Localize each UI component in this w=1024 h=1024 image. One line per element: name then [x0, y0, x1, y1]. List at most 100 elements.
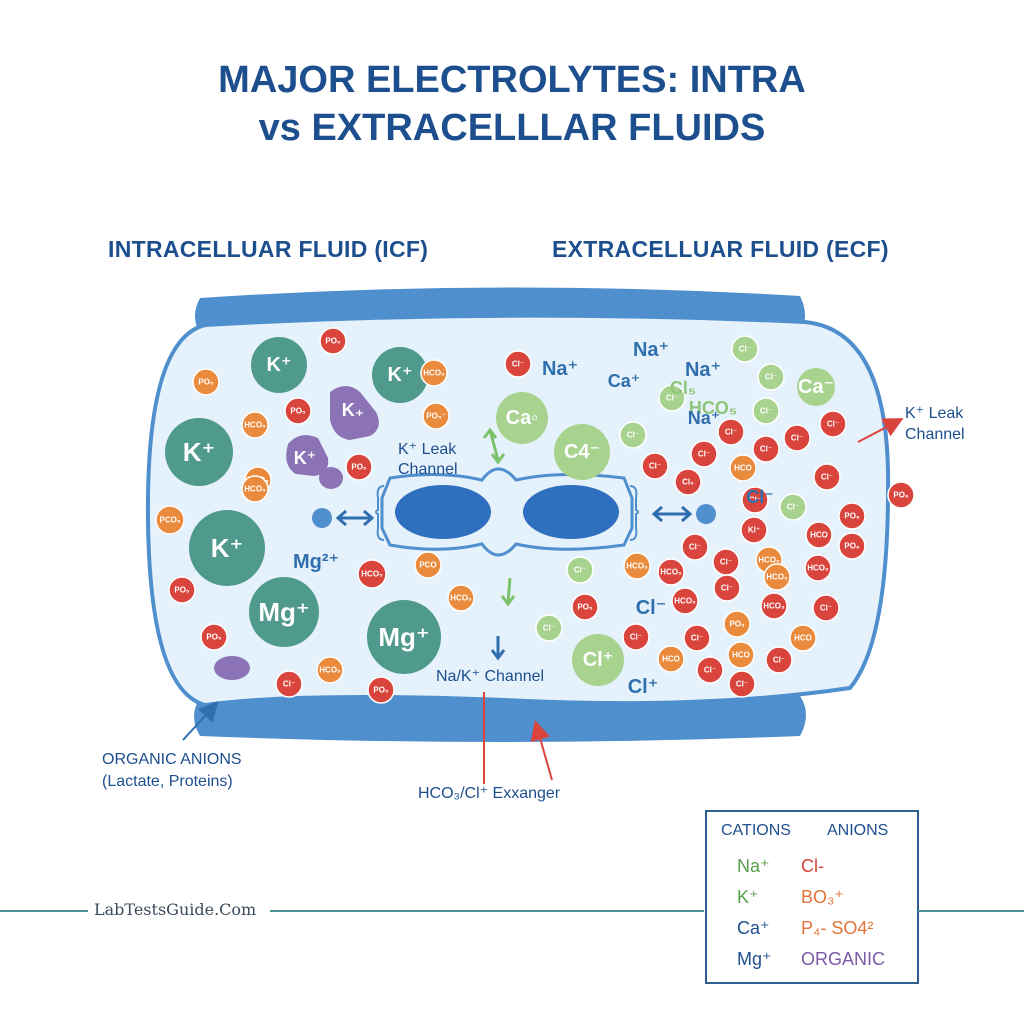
legend-cations-header: CATIONS: [721, 822, 791, 839]
ion-small-label: Cl⁻: [821, 473, 833, 482]
ion-small-label: HCO₅: [244, 485, 266, 494]
ion-small-label: Cl⁻: [720, 558, 732, 567]
ion-small: [690, 440, 718, 468]
ion-large-label: Cl⁺: [583, 649, 614, 671]
ion-small-label: Cl⁻: [630, 633, 642, 642]
ion-small-label: Cl⁻: [698, 450, 710, 459]
ion-small: [566, 556, 594, 584]
ion-small-label: HCO: [732, 651, 750, 660]
ion-small: [316, 656, 344, 684]
k-leak-inner-line2: Channel: [398, 461, 458, 478]
ion-small: [723, 610, 751, 638]
ion-small-label: PO₆: [844, 542, 860, 551]
ion-small-label: PCO: [419, 561, 436, 570]
ion-small: [657, 645, 685, 673]
ion-small-label: HCO: [734, 464, 752, 473]
legend-cation-entry: Ca⁺: [737, 918, 770, 938]
ion-small: [741, 486, 769, 514]
ion-small: [275, 670, 303, 698]
ion-small: [727, 641, 755, 669]
ion-small-label: HCO₅: [766, 573, 788, 582]
ion-free-text: Na⁺: [688, 408, 721, 428]
ion-large-label: K⁺: [211, 533, 244, 563]
ion-small: [819, 410, 847, 438]
bottom-rule-left: [0, 910, 90, 912]
ion-small-label: Cl⁻: [627, 431, 639, 440]
ion-small: [414, 551, 442, 579]
na-k-channel-label: Na/K⁺ Channel: [436, 668, 545, 685]
organic-anion-blob-1: [330, 386, 379, 440]
bottom-rule-middle: [270, 910, 704, 912]
ion-large-label: Mg⁺: [378, 622, 429, 652]
ion-free-text: Ca⁺: [608, 371, 641, 391]
ion-free-label: Cl₅: [670, 378, 696, 398]
ion-small-label: Cl⁻: [739, 345, 751, 354]
ion-small-label: PO₅: [198, 378, 214, 387]
ion-large: [249, 577, 319, 647]
organic-anion-blob-2: [286, 435, 329, 476]
ion-small: [422, 402, 450, 430]
ion-small: [241, 411, 269, 439]
ion-small: [789, 624, 817, 652]
ion-large: [372, 347, 428, 403]
ion-small: [168, 576, 196, 604]
title-line-2: vs EXTRACELLLAR FLUIDS: [258, 107, 766, 149]
watermark: LabTestsGuide.Com: [88, 900, 263, 919]
ion-small-label: HCO: [810, 531, 828, 540]
ion-large: [165, 418, 233, 486]
ion-small-label: Cl⁻: [543, 624, 555, 633]
ion-small-label: HCO₅: [319, 666, 341, 675]
ion-small-label: PO₅: [206, 633, 222, 642]
ion-small-label: Cl⁻: [691, 634, 703, 643]
ion-small: [740, 516, 768, 544]
ion-small-label: HCO: [662, 655, 680, 664]
ion-free-text: Mg²⁺: [293, 551, 339, 573]
ion-small-label: Cl⁻: [760, 445, 772, 454]
legend-anion-entry: ORGANIC: [801, 949, 886, 969]
ion-small: [760, 592, 788, 620]
ion-small-label: HCO₅: [450, 594, 472, 603]
ion-small-label: PO₅⁻: [426, 412, 445, 421]
ion-small-label: PO₅: [577, 603, 593, 612]
ion-small-label: HCO₃: [763, 602, 785, 611]
title-line-1: MAJOR ELECTROLYTES: INTRA: [218, 59, 806, 101]
ion-small: [765, 646, 793, 674]
organic-anion-blob-3: [319, 467, 343, 489]
ion-free-text: Na⁺: [542, 358, 578, 380]
organic-anions-label-line1: ORGANIC ANIONS: [102, 751, 242, 768]
ion-small-label: Cl⁻: [283, 680, 295, 689]
ion-small-label: Cl⁻: [791, 434, 803, 443]
ion-large: [251, 337, 307, 393]
legend-anions-header: ANIONS: [827, 822, 889, 839]
ion-free-label: HCO₅: [689, 398, 737, 418]
ion-small: [319, 327, 347, 355]
ecf-heading: EXTRACELLUAR FLUID (ECF): [552, 236, 889, 262]
ion-small: [728, 670, 756, 698]
ion-small: [757, 363, 785, 391]
ion-small-label: Kl⁺: [748, 526, 760, 535]
ion-small: [155, 505, 185, 535]
k-leak-inner-line1: K⁺ Leak: [398, 441, 457, 458]
transporter-dot-left: [312, 508, 332, 528]
legend-cation-entry: K⁺: [737, 887, 759, 907]
ion-small: [658, 384, 686, 412]
ion-free-text: Na⁺: [685, 359, 721, 381]
ion-large: [367, 600, 441, 674]
ion-small: [284, 397, 312, 425]
ion-small-label: PO₅: [290, 407, 306, 416]
channel-pore-left: [395, 485, 491, 539]
particle-layer: K⁺K⁺K⁺K⁺Mg⁺Mg⁺Ca◦C4⁻Cl⁺Ca⁻K₊K⁺PO₅PO₅PO₅H…: [155, 327, 915, 704]
ion-small: [812, 594, 840, 622]
ion-small: [681, 533, 709, 561]
ion-small: [717, 418, 745, 446]
ion-large-label: Mg⁺: [258, 597, 309, 627]
double-arrow-right: [651, 505, 693, 523]
ion-small-label: Cl⁻: [574, 566, 586, 575]
exchanger-pointer-2: [530, 720, 553, 781]
legend-anion-entry: P₄- SO4²: [801, 918, 874, 938]
ion-small: [504, 350, 532, 378]
legend-cation-entry: Mg⁺: [737, 949, 772, 969]
ion-large: [797, 368, 835, 406]
ion-small-label: Cl⁻: [749, 496, 761, 505]
ion-small: [200, 623, 228, 651]
